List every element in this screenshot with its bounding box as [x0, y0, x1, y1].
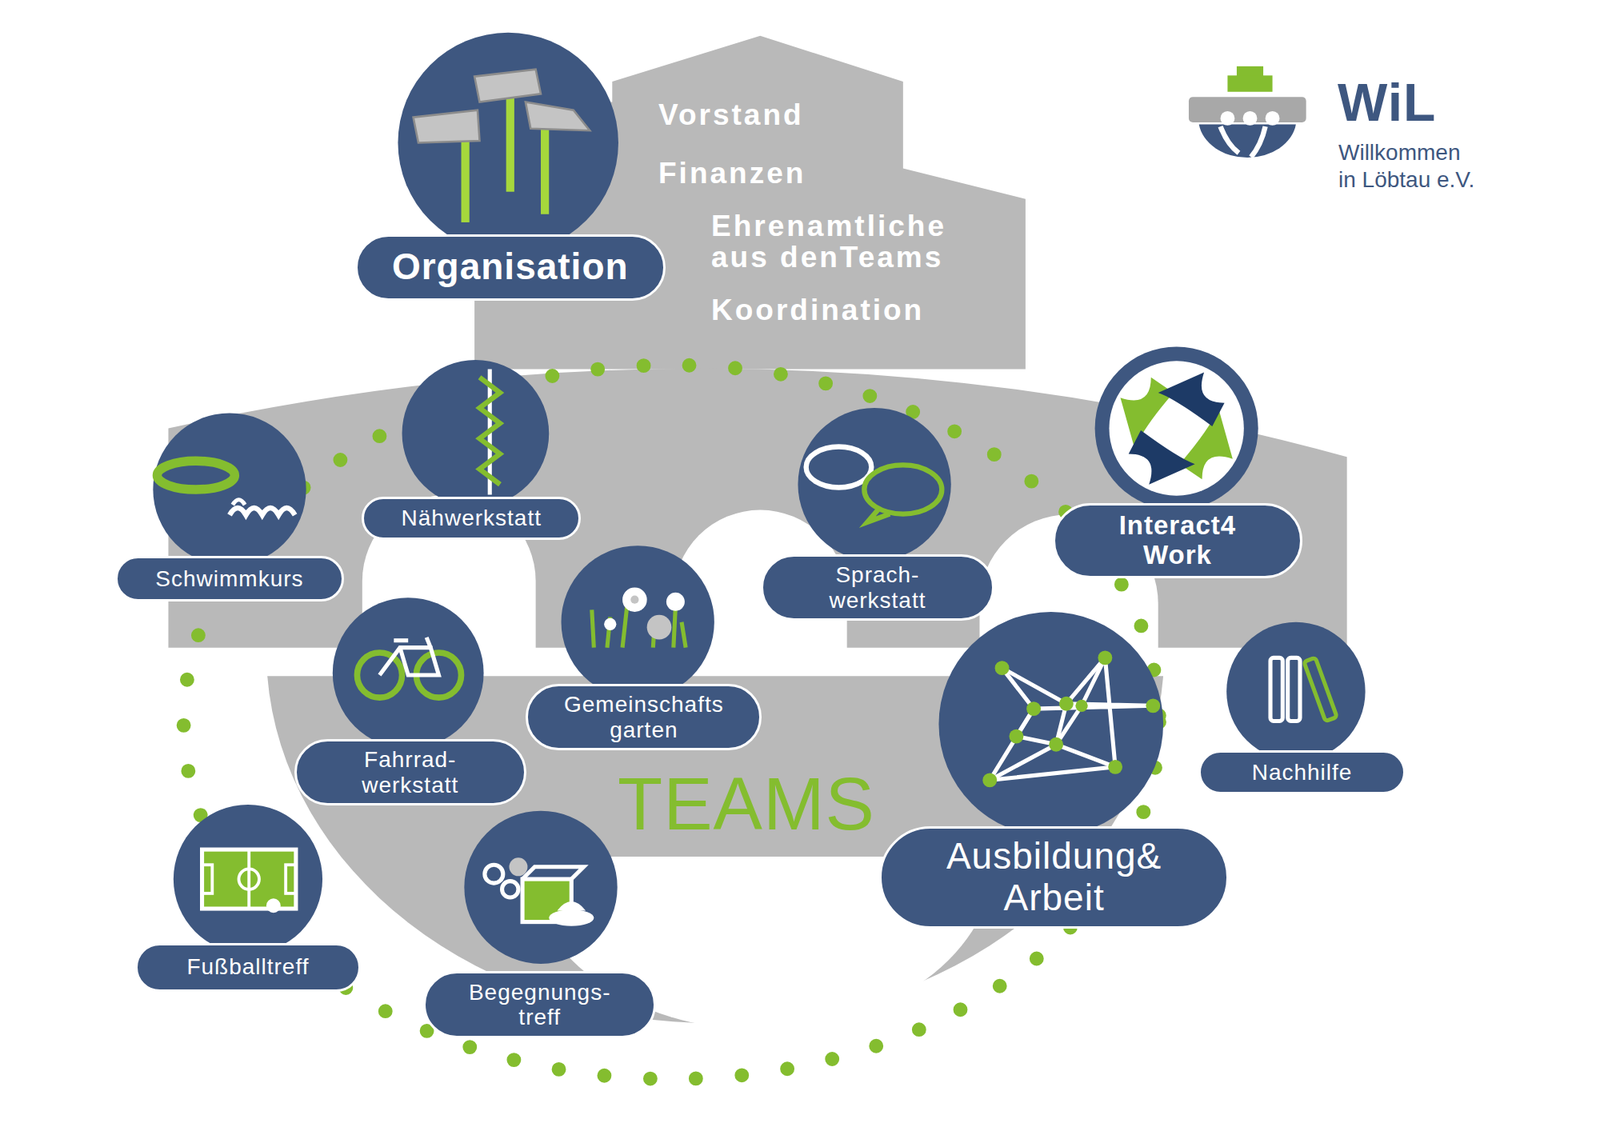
garden-icon [592, 587, 686, 648]
network-icon [982, 650, 1160, 788]
team-name: Organisation [392, 246, 629, 288]
team-pill: Begegnungs- treff [423, 971, 656, 1039]
icon-circles [152, 32, 1365, 964]
member-label: Ehrenamtliche aus denTeams [711, 211, 968, 274]
team-name: Ausbildung& Arbeit [922, 836, 1187, 919]
team-name: Interact4 Work [1097, 511, 1258, 571]
member-label: Vorstand [658, 99, 804, 132]
team-pill: Nähwerkstatt [361, 496, 581, 541]
team-name: Fahrrad- werkstatt [344, 747, 476, 798]
stitch-icon [479, 369, 500, 496]
team-pill: Fußballtreff [135, 943, 361, 992]
team-name: Sprach- werkstatt [811, 562, 944, 613]
team-pill: Sprach- werkstatt [760, 554, 995, 621]
team-name: Begegnungs- treff [457, 980, 622, 1031]
team-pill: Gemeinschafts garten [525, 684, 762, 751]
member-label: Koordination [711, 294, 924, 328]
team-name: Nähwerkstatt [401, 505, 542, 531]
team-pill: Nachhilfe [1198, 750, 1406, 795]
team-name: Schwimmkurs [155, 566, 304, 592]
bicycle-icon [356, 637, 461, 698]
team-pill: Organisation [355, 234, 666, 301]
speech-icon [806, 446, 943, 522]
football-icon [202, 849, 296, 913]
meeting-icon [484, 857, 594, 926]
team-name: Fußballtreff [186, 954, 309, 980]
signpost-icon [413, 69, 591, 223]
team-pill: Schwimmkurs [115, 556, 344, 602]
logo-icon [1188, 66, 1307, 158]
team-pill: Ausbildung& Arbeit [879, 826, 1230, 929]
team-name: Nachhilfe [1252, 760, 1353, 785]
member-label: Finanzen [658, 157, 806, 191]
section-title: TEAMS [617, 764, 876, 845]
team-pill: Interact4 Work [1052, 503, 1302, 579]
interact-icon [1108, 360, 1244, 496]
team-name: Gemeinschafts garten [549, 692, 738, 743]
swim-icon [156, 460, 295, 516]
logo-subtitle: Willkommen in Löbtau e.V. [1338, 139, 1480, 193]
team-pill: Fahrrad- werkstatt [294, 739, 527, 806]
logo-name: WiL [1337, 73, 1436, 132]
books-icon [1270, 657, 1337, 722]
